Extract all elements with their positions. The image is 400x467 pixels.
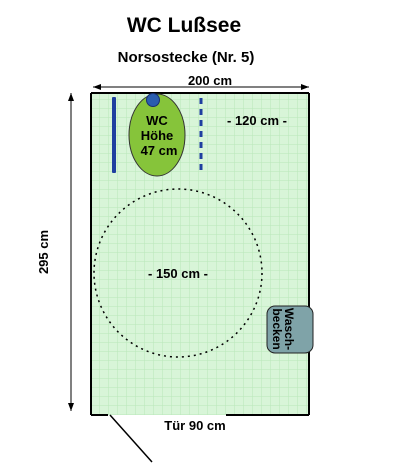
page-title: WC Lußsee <box>127 14 241 37</box>
wc-label: WC <box>146 113 168 128</box>
width-dimension-line <box>93 84 309 90</box>
flush-button-icon <box>146 93 160 107</box>
wash-basin <box>266 305 314 354</box>
sink-label-line2: becken <box>270 308 284 349</box>
width-label: 200 cm <box>188 73 232 88</box>
sink-label-line1: Wasch- <box>282 308 296 350</box>
grab-bar-left <box>112 97 116 173</box>
wc-height-label: Höhe <box>141 128 174 143</box>
height-dimension-line <box>68 93 74 411</box>
door-leaf <box>109 414 153 463</box>
turning-circle-label: - 150 cm - <box>148 266 208 281</box>
turning-circle <box>93 188 263 358</box>
wc-toilet <box>128 93 186 177</box>
door-label: Tür 90 cm <box>164 418 225 433</box>
room-walls <box>90 92 310 416</box>
wc-height-value: 47 cm <box>141 143 178 158</box>
floor-tiles <box>91 93 309 415</box>
height-label: 295 cm <box>36 230 51 274</box>
page-subtitle: Norsostecke (Nr. 5) <box>118 49 255 66</box>
clearance-label: - 120 cm - <box>227 113 287 128</box>
